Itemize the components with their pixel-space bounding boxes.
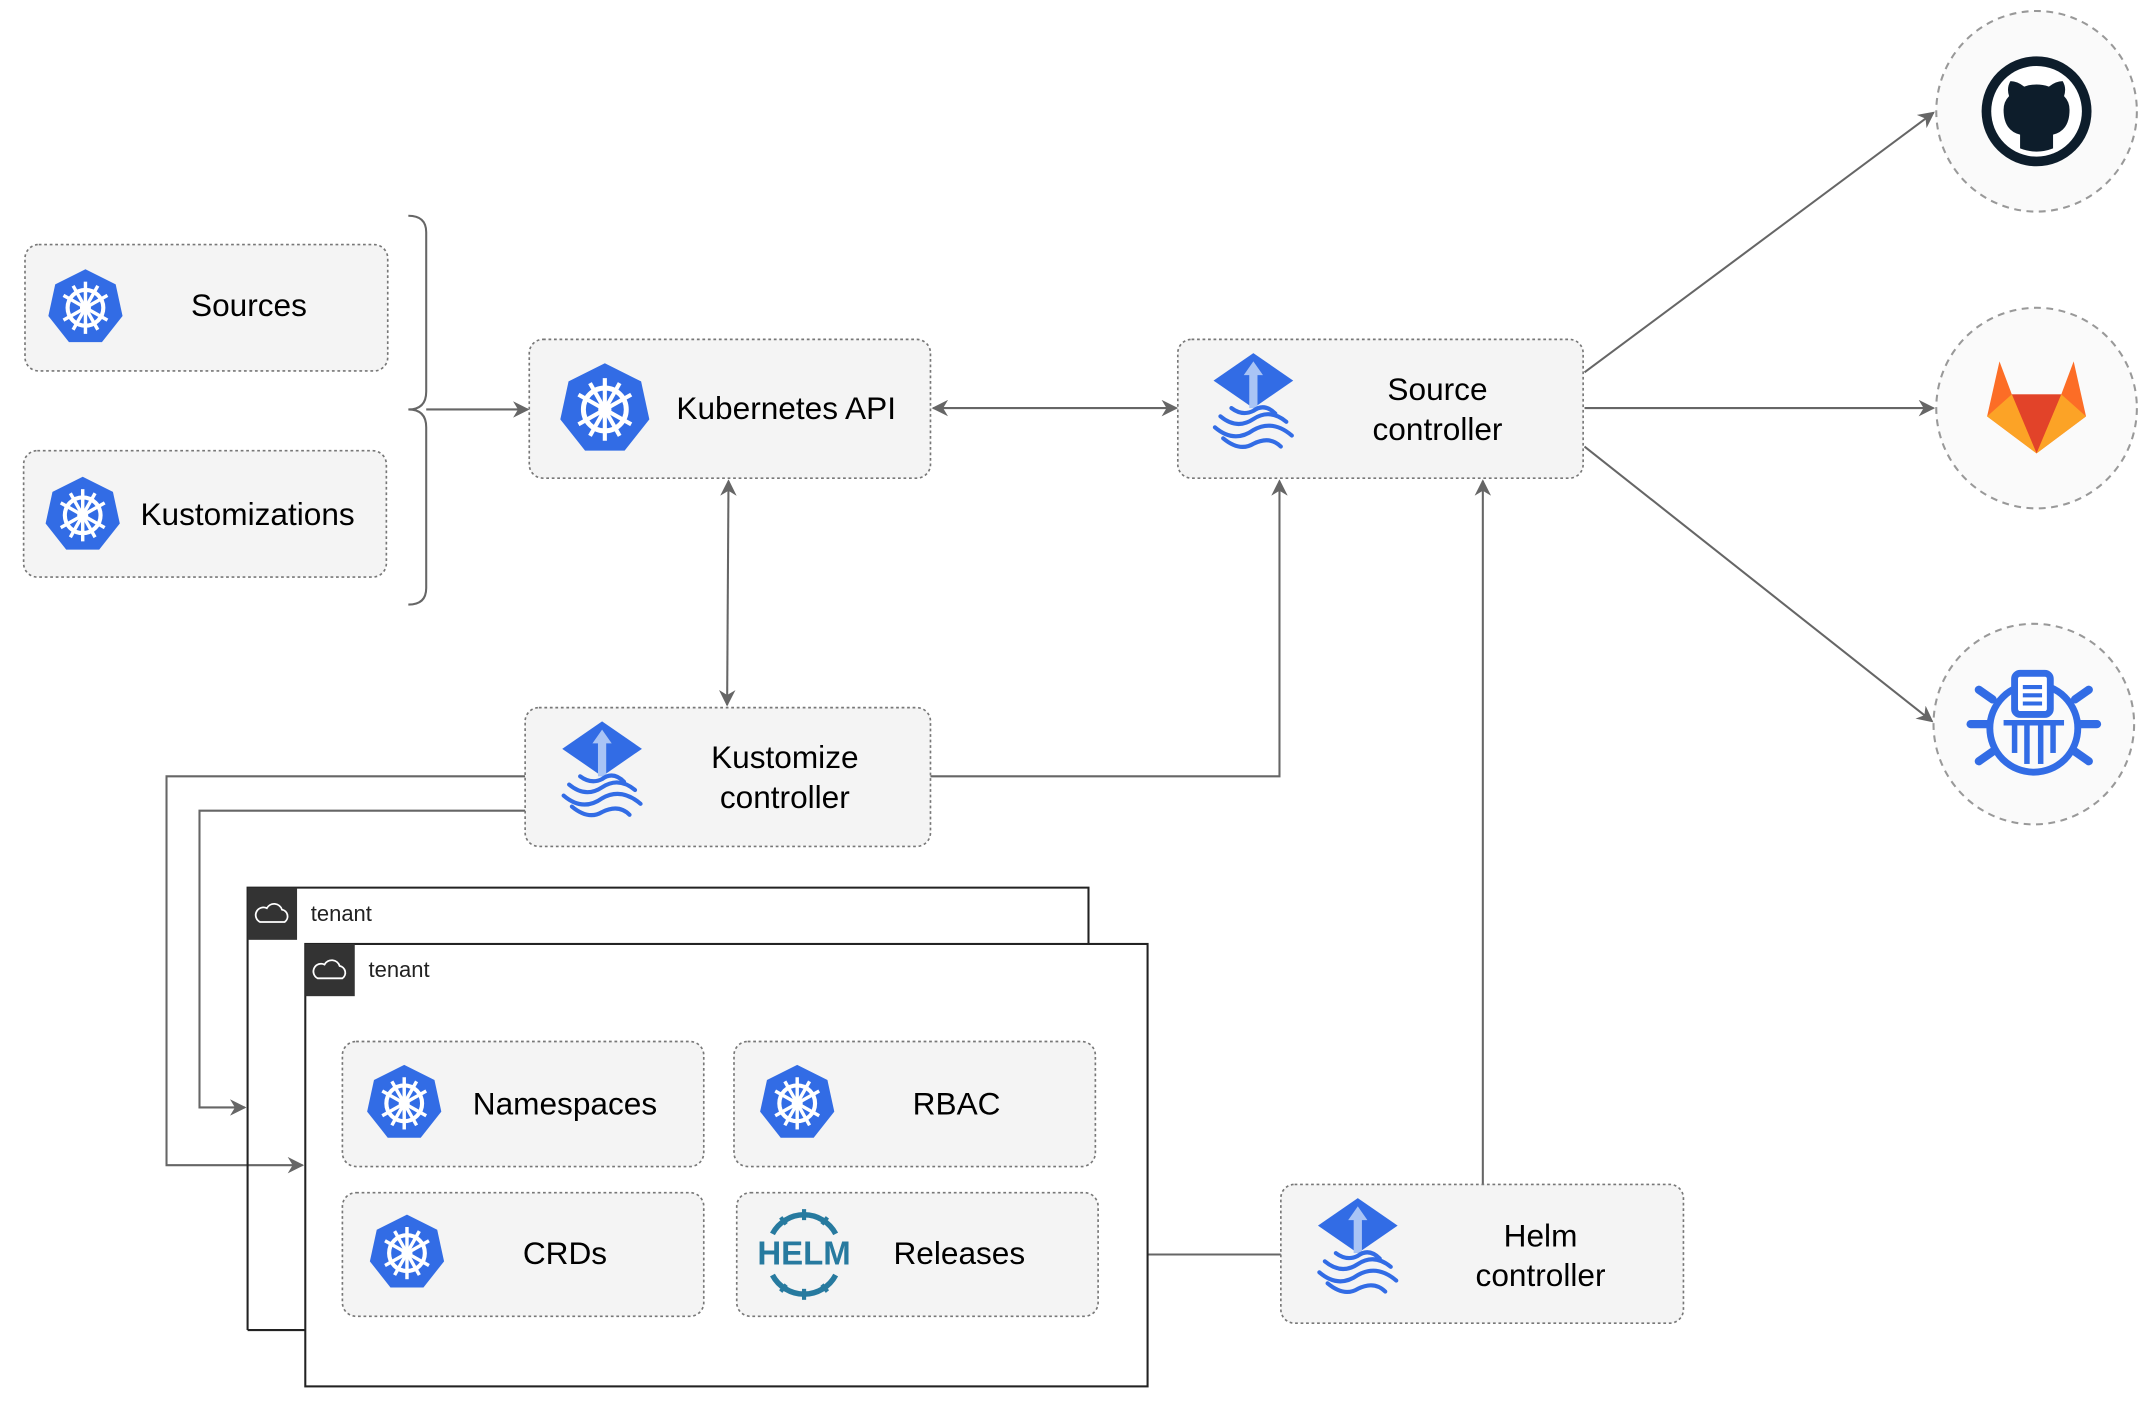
tenant-label: tenant [311,901,372,926]
kubernetes-api-node[interactable]: Kubernetes API [528,338,932,479]
gitlab-icon [1987,361,2087,454]
sources-node[interactable]: Sources [24,243,389,372]
node-label: Source [1387,371,1487,407]
node-label: CRDs [523,1235,607,1271]
cloud-icon [312,959,347,980]
helm-icon: HELM [757,1209,851,1300]
crds-node[interactable]: CRDs [341,1191,705,1318]
kustomizations-node[interactable]: Kustomizations [22,449,388,578]
node-label: Releases [893,1235,1025,1271]
arrow-kustomize-tenant-back [198,809,526,1116]
node-label: Kubernetes API [676,390,896,426]
node-label: Kustomizations [140,496,354,532]
node-label: controller [1373,411,1503,447]
bucket-icon [1966,669,2102,776]
node-label: controller [720,779,850,815]
namespaces-node[interactable]: Namespaces [341,1040,705,1168]
bucket-storage[interactable] [1932,622,2136,826]
releases-node[interactable]: HELM Releases [735,1191,1099,1318]
arrow-api-kustomize [718,479,737,707]
arrow-to-github [1583,111,1935,374]
arrow-kustomize-source [930,479,1288,778]
node-label: Sources [191,287,307,323]
helm-controller-node[interactable]: Helm controller [1280,1183,1685,1325]
node-label: Helm [1504,1217,1578,1253]
node-label: Namespaces [473,1085,657,1121]
svg-text:HELM: HELM [757,1235,850,1272]
tenant-label: tenant [369,957,430,982]
node-label: Kustomize [711,739,858,775]
source-controller-node[interactable]: Source controller [1176,338,1584,479]
brace-connector [408,214,428,606]
arrow-kustomize-tenant-front [165,775,526,1174]
rbac-node[interactable]: RBAC [733,1040,1097,1168]
github-icon [1981,56,2092,167]
node-label: RBAC [913,1085,1001,1121]
github-repository[interactable] [1935,9,2138,213]
kustomize-controller-node[interactable]: Kustomize controller [524,706,932,848]
arrow-to-bucket [1583,445,1934,723]
gitlab-repository[interactable] [1935,306,2138,510]
tenant-back[interactable]: tenant [246,886,1090,1332]
node-label: controller [1476,1257,1606,1293]
cloud-icon [254,902,289,923]
